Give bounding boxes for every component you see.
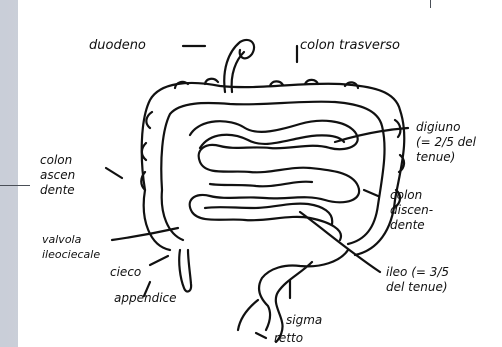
label-sigma: sigma <box>286 313 322 328</box>
leader-colon-asc <box>106 168 122 178</box>
duodeno-shape <box>224 40 254 92</box>
leader-colon-disc <box>364 190 378 196</box>
appendix <box>179 250 191 291</box>
leader-valvola <box>112 228 178 240</box>
label-colon-discendente: colon discen- dente <box>390 188 433 233</box>
label-colon-trasverso: colon trasverso <box>300 38 400 53</box>
label-cieco: cieco <box>110 265 141 280</box>
label-ileo: ileo (= 3/5 del tenue) <box>386 265 449 295</box>
label-duodeno: duodeno <box>89 38 146 53</box>
colon-outline-inner <box>161 102 384 244</box>
label-retto: retto <box>274 331 303 346</box>
leader-cieco <box>150 256 168 265</box>
label-colon-ascendente: colon ascen dente <box>40 153 75 198</box>
leader-retto <box>256 333 266 338</box>
small-intestine-coils <box>190 121 359 240</box>
sigma-retto <box>238 250 348 342</box>
label-valvola: valvola ileociecale <box>42 232 100 262</box>
label-appendice: appendice <box>114 291 177 306</box>
leader-digiuno <box>335 128 408 142</box>
label-digiuno: digiuno (= 2/5 del tenue) <box>416 120 476 165</box>
